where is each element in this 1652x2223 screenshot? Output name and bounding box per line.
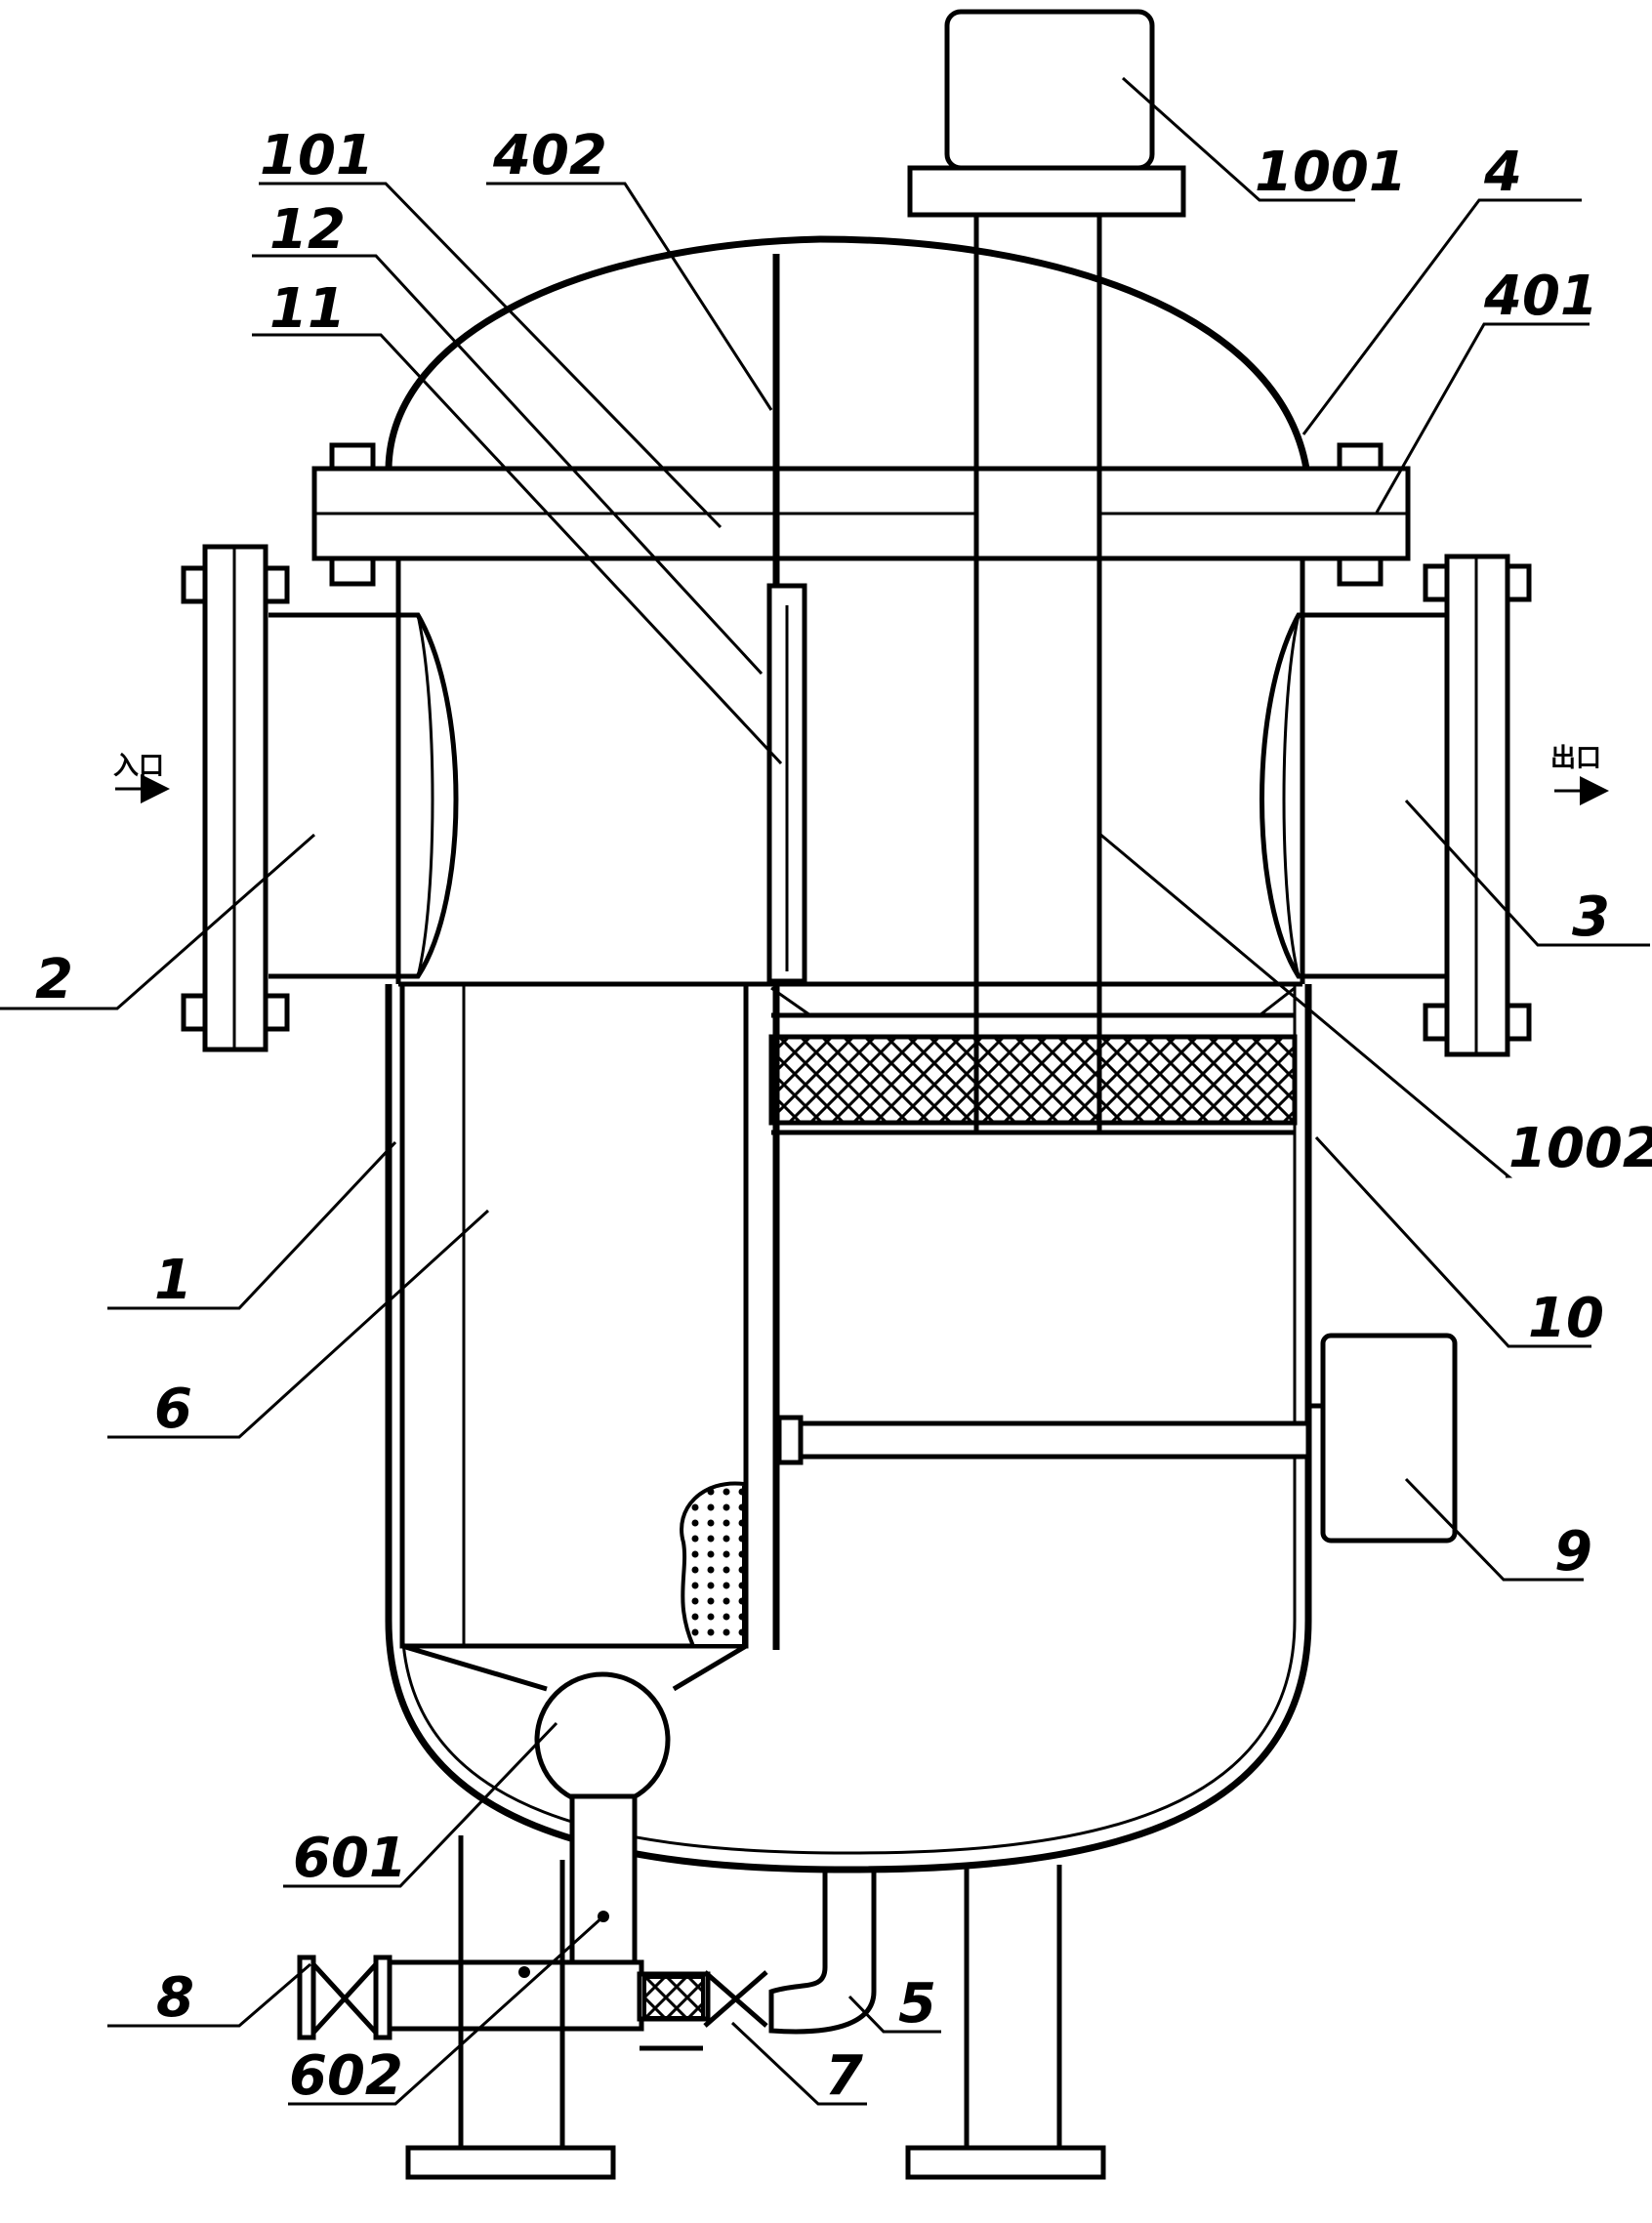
label-6: 6 [154,1378,192,1441]
motor-flange [907,165,1186,218]
label-3: 3 [1572,885,1610,949]
inlet-label: 入口 [113,752,164,781]
label-101: 101 [260,124,374,187]
label-7: 7 [825,2044,863,2108]
label-402: 402 [492,124,607,187]
valve-8-flange-right [373,1955,392,2040]
outlet-nozzle-bulge [1282,614,1301,977]
scraper-rod [778,1420,1311,1460]
flange-bolt-right-bottom [1337,556,1384,587]
label-1: 1 [154,1249,192,1312]
top-dome-head [385,235,1310,470]
ball-valve-601 [534,1671,671,1808]
label-9: 9 [1554,1520,1592,1584]
flange-bolt-left-bottom [329,556,376,587]
label-602: 602 [289,2044,403,2108]
inlet-bolt-3 [181,993,208,1032]
outlet-label: 出口 [1550,744,1601,773]
outlet-bolt-4 [1505,1003,1532,1042]
outlet-nozzle-3 [1260,612,1447,979]
main-shell-inner [400,984,1297,1855]
leader-lines [0,76,1650,2106]
outlet-bolt-3 [1423,1003,1450,1042]
drain-outlet-5 [768,1867,877,2035]
label-1002: 1002 [1508,1117,1652,1180]
rod-bearing [776,1415,804,1465]
inlet-bolt-2 [263,565,290,604]
inlet-nozzle-bulge [416,614,434,977]
label-8: 8 [156,1966,194,2030]
label-12: 12 [269,198,346,262]
gearbox-9 [1320,1333,1458,1544]
label-1001: 1001 [1255,141,1407,204]
filter-element-10 [768,1034,1298,1126]
valve-7-block [642,1975,705,2020]
support-strut-left [770,986,811,1017]
leg-left-foot [405,2145,616,2180]
main-shell-1 [385,984,1312,1873]
label-5: 5 [898,1972,936,2036]
label-601: 601 [293,1827,407,1890]
chamber-bottom-cone [401,1643,748,1692]
label-401: 401 [1483,265,1598,328]
pipe-joint-2 [518,1966,530,1978]
motor-1001 [944,9,1155,171]
label-4: 4 [1483,141,1522,204]
flange-bolt-left-top [329,442,376,472]
shaft-through-flange [973,466,1102,561]
label-10: 10 [1528,1287,1604,1350]
filter-mesh-cutaway [680,1481,746,1648]
inlet-bolt-4 [263,993,290,1032]
label-11: 11 [269,277,346,341]
filter-chamber-6 [399,981,749,1649]
valve-8-body [311,1962,378,2035]
inlet-nozzle-2 [268,612,459,979]
label-2: 2 [35,948,73,1011]
valve-8-flange-left [297,1955,316,2040]
flange-bolt-right-top [1337,442,1384,472]
inlet-bolt-1 [181,565,208,604]
valve-7-body [703,1970,768,2028]
leg-right-foot [905,2145,1106,2180]
outlet-bolt-1 [1423,563,1450,602]
outlet-bolt-2 [1505,563,1532,602]
